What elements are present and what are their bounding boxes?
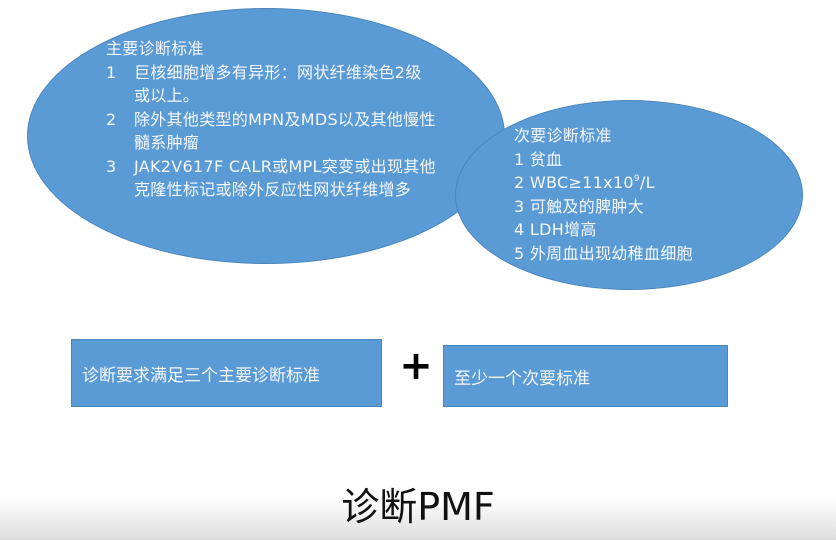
item-text: 贫血 [529,149,563,169]
minor-criteria-item: 5 外周血出现幼稚血细胞 [514,242,794,266]
minor-criteria-heading: 次要诊断标准 [514,126,612,145]
minor-criteria-item: 4 LDH增高 [514,218,794,242]
unit: /L [639,173,655,192]
exponent: 9 [633,174,640,184]
item-text: LDH增高 [529,220,597,239]
wbc-label: WBC≥11x10 [529,173,634,192]
major-criteria-ellipse [27,8,505,264]
item-text: JAK2V617F CALR或MPL突变或出现其他克隆性标记或除外反应性网状纤维… [134,156,436,200]
item-number: 3 [514,196,525,216]
minor-criteria-item: 1 贫血 [514,148,794,172]
major-criteria-item: 1 巨核细胞增多有异形：网状纤维染色2级或以上。 [106,61,436,108]
item-text: 除外其他类型的MPN及MDS以及其他慢性髓系肿瘤 [134,109,436,153]
minor-criteria-item: 3 可触及的脾肿大 [514,195,794,219]
major-requirement-text: 诊断要求满足三个主要诊断标准 [82,365,320,386]
item-number: 2 [106,109,117,129]
item-number: 1 [106,62,117,82]
minor-requirement-text: 至少一个次要标准 [454,368,590,389]
item-number: 2 [514,173,525,192]
item-number: 1 [514,149,525,169]
item-text: WBC≥11x109/L [530,173,655,192]
item-number: 5 [514,243,525,263]
plus-icon: + [399,343,433,389]
item-number: 3 [106,156,117,176]
item-text: 巨核细胞增多有异形：网状纤维染色2级或以上。 [134,62,422,106]
major-criteria-text: 主要诊断标准 1 巨核细胞增多有异形：网状纤维染色2级或以上。 2 除外其他类型… [106,37,436,202]
major-requirement-box: 诊断要求满足三个主要诊断标准 [71,339,382,407]
item-number: 4 [514,220,525,239]
minor-criteria-ellipse [455,100,803,290]
item-text: 外周血出现幼稚血细胞 [529,243,693,263]
minor-criteria-item: 2 WBC≥11x109/L [514,171,794,195]
item-text: 可触及的脾肿大 [529,196,644,216]
major-criteria-item: 2 除外其他类型的MPN及MDS以及其他慢性髓系肿瘤 [106,108,436,155]
minor-criteria-text: 次要诊断标准 1 贫血 2 WBC≥11x109/L 3 可触及的脾肿大 4 L… [514,124,794,265]
slide-title: 诊断PMF [341,485,495,529]
minor-requirement-box: 至少一个次要标准 [443,345,728,407]
major-criteria-heading: 主要诊断标准 [106,39,204,58]
major-criteria-item: 3 JAK2V617F CALR或MPL突变或出现其他克隆性标记或除外反应性网状… [106,155,436,202]
